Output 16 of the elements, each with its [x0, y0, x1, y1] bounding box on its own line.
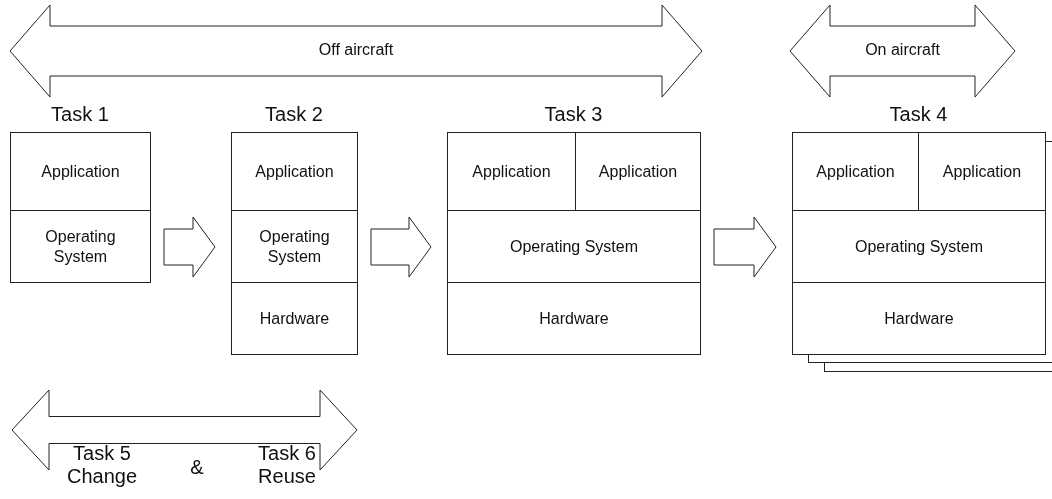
- block-arrow: [163, 216, 216, 278]
- band-label: &: [189, 456, 205, 479]
- band-label: Task 6 Reuse: [257, 442, 317, 488]
- band-label: Off aircraft: [317, 41, 395, 59]
- layer-cell: Operating System: [10, 210, 151, 283]
- task-heading: Task 4: [888, 103, 949, 126]
- layer-cell: Hardware: [231, 282, 358, 355]
- band-label: Task 5 Change: [65, 442, 139, 488]
- band-label: On aircraft: [864, 41, 941, 59]
- block-arrow: [713, 216, 777, 278]
- layer-cell: Hardware: [792, 282, 1046, 355]
- task-heading: Task 1: [50, 103, 110, 126]
- block-arrow: [370, 216, 432, 278]
- task-heading: Task 3: [543, 103, 604, 126]
- layer-cell: Hardware: [447, 282, 701, 355]
- task-heading: Task 2: [264, 103, 324, 126]
